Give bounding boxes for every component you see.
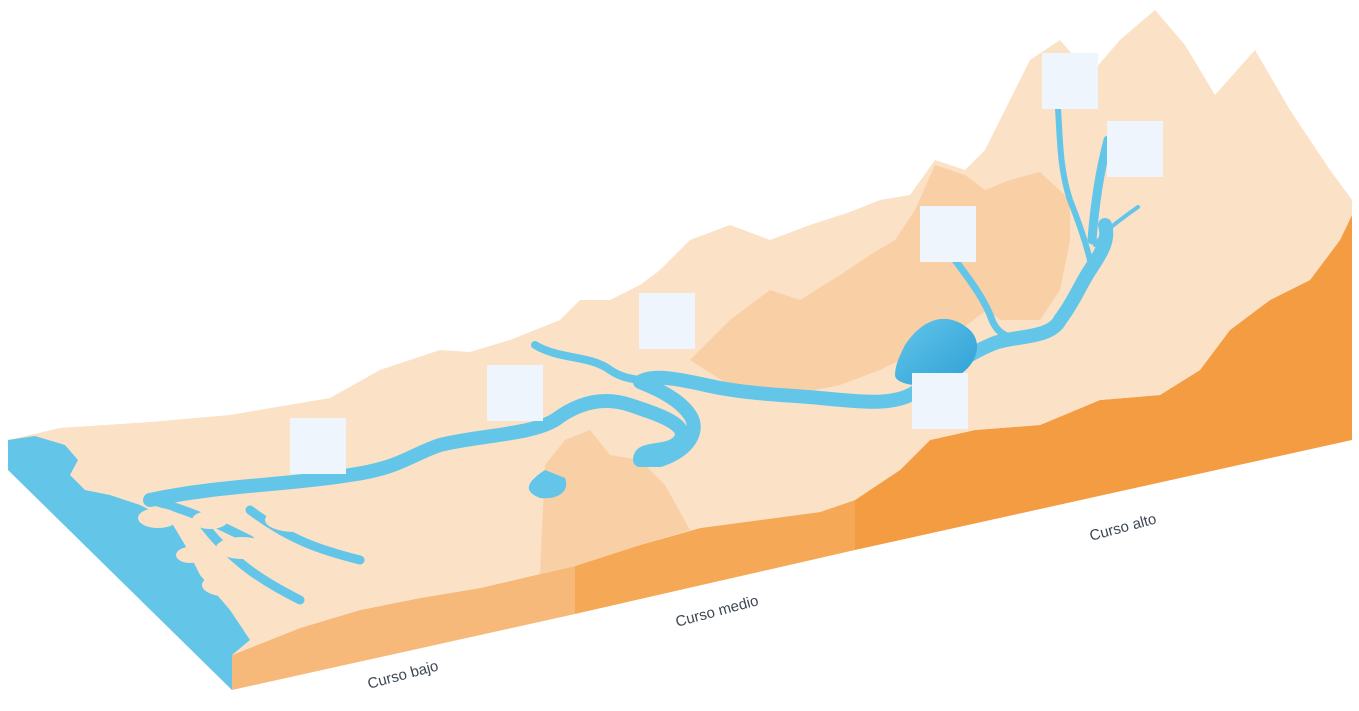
lower-course-cliff <box>232 566 575 690</box>
foreground-hill <box>540 430 690 574</box>
upper-mountains <box>915 165 1070 320</box>
upper-tributary-2 <box>1087 135 1113 245</box>
answer-box-6[interactable] <box>1107 121 1163 177</box>
mid-tributary <box>951 256 1034 342</box>
answer-box-2[interactable] <box>487 365 543 421</box>
lake <box>895 318 978 386</box>
answer-box-1[interactable] <box>290 418 346 474</box>
answer-box-4[interactable] <box>920 206 976 262</box>
upper-course-cliff <box>855 215 1352 550</box>
upper-tributary-3 <box>1093 205 1140 247</box>
upper-tributary-1 <box>1055 105 1093 263</box>
answer-box-7[interactable] <box>912 373 968 429</box>
river <box>143 218 1114 507</box>
middle-course-cliff <box>575 500 855 614</box>
delta-islands <box>138 508 329 621</box>
river-oxbow-branch <box>531 341 649 386</box>
answer-box-5[interactable] <box>1042 53 1098 109</box>
oxbow-lake <box>528 470 567 499</box>
sea <box>8 436 250 690</box>
answer-box-3[interactable] <box>639 293 695 349</box>
